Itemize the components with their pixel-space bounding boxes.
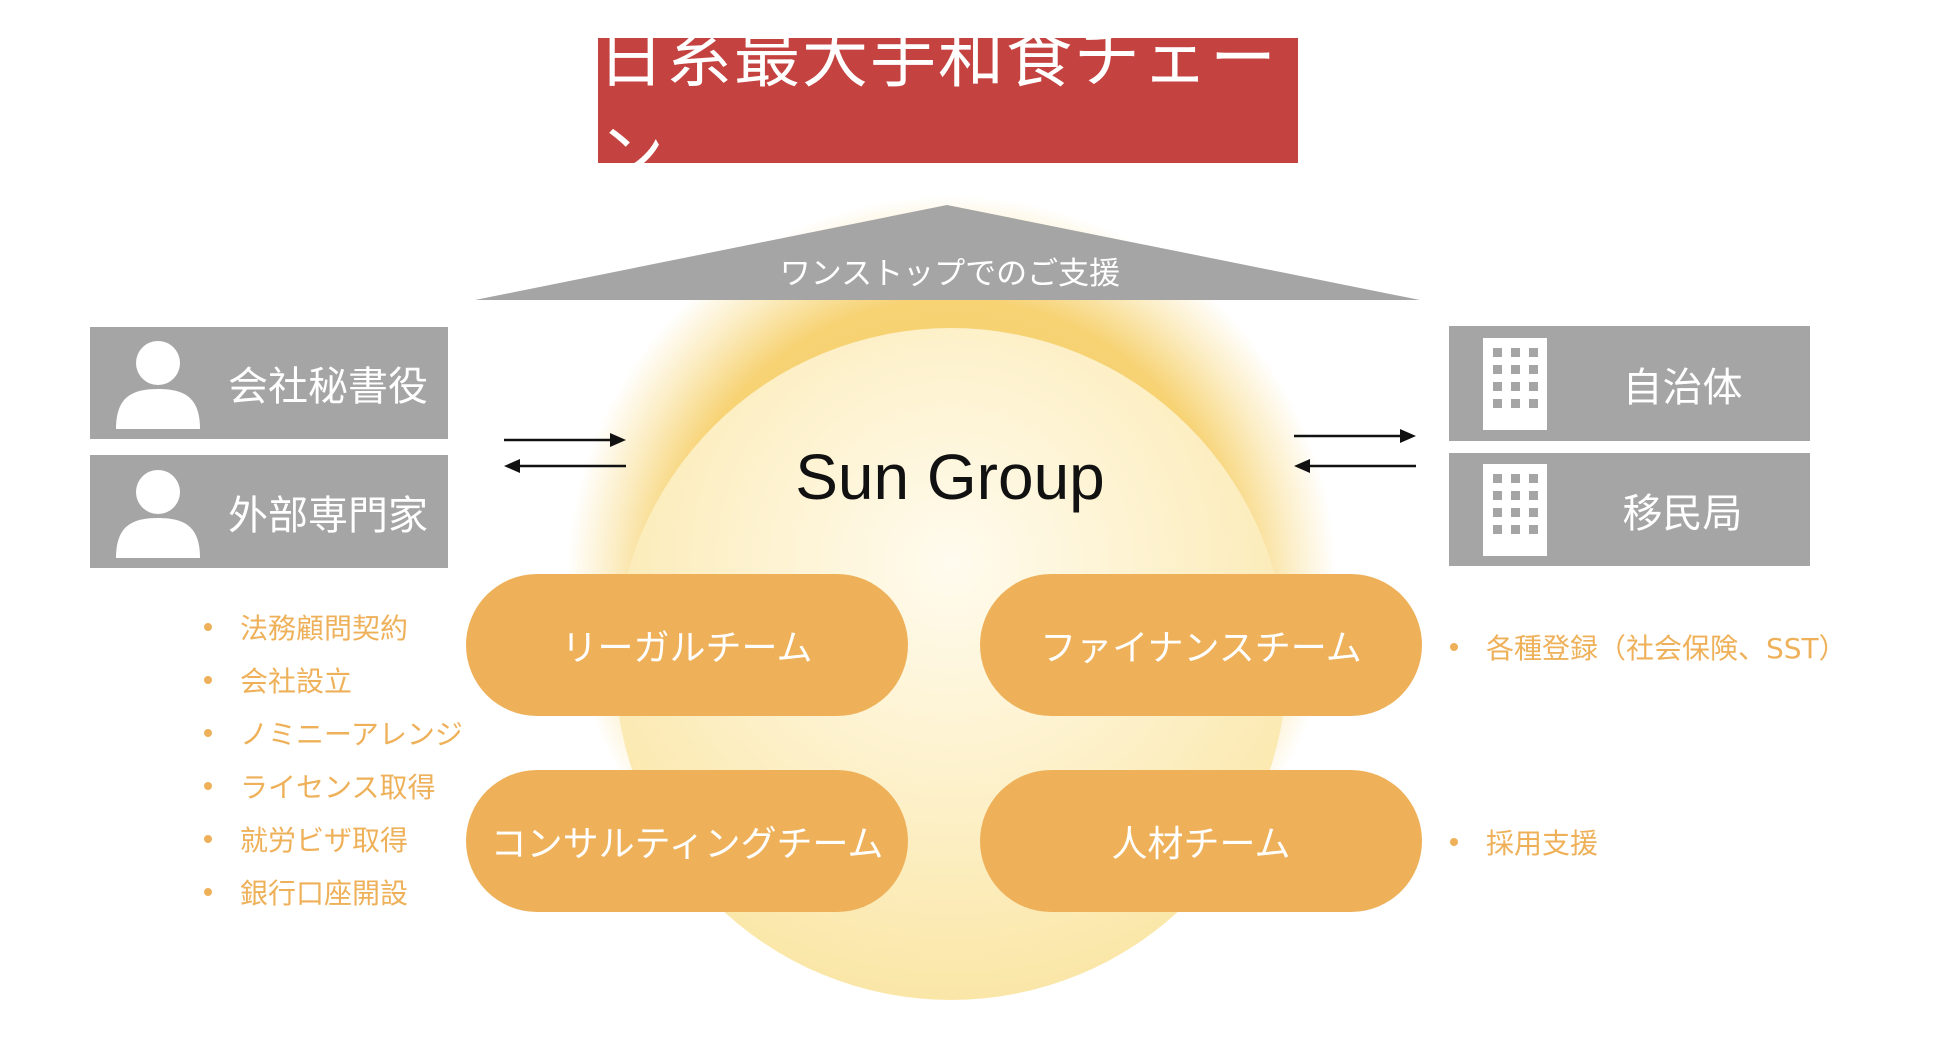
building-icon [1483,337,1547,430]
roof-label: ワンストップでのご支援 [779,256,1121,292]
list-item: ノミニーアレンジ [204,706,463,759]
legal-services-list: 法務顧問契約 会社設立 ノミニーアレンジ ライセンス取得 就労ビザ取得 銀行口座… [204,600,463,918]
hr-services-list: 採用支援 [1450,815,1598,868]
right-box-immigration: 移民局 [1449,453,1810,566]
list-item: 銀行口座開設 [204,865,463,918]
left-exchange-arrows [500,428,630,478]
left-box-label: 会社秘書役 [228,364,428,410]
right-box-label: 自治体 [1622,364,1743,411]
list-item: 会社設立 [204,653,463,706]
person-icon [116,469,200,558]
left-box-external-experts: 外部専門家 [90,455,448,568]
left-box-label: 外部専門家 [228,492,428,539]
list-item: 採用支援 [1450,815,1598,868]
list-item: 法務顧問契約 [204,600,463,653]
list-item: 各種登録（社会保険、SST） [1450,620,1847,673]
person-icon [116,341,200,429]
team-hr: 人材チーム [980,770,1422,912]
team-finance: ファイナンスチーム [980,574,1422,716]
finance-services-list: 各種登録（社会保険、SST） [1450,620,1847,673]
sun-group-label: Sun Group [795,441,1105,513]
roof-triangle [475,205,1420,300]
left-box-company-secretary: 会社秘書役 [90,327,448,439]
exchange-arrows-icon [504,433,626,473]
right-box-municipality: 自治体 [1449,326,1810,441]
exchange-arrows-icon [1294,429,1416,473]
list-item: 就労ビザ取得 [204,812,463,865]
right-exchange-arrows [1290,424,1420,474]
team-legal: リーガルチーム [466,574,908,716]
right-box-label: 移民局 [1622,490,1743,537]
team-consulting: コンサルティングチーム [466,770,908,912]
page-title: 日系最大手和食チェーン [598,20,1298,193]
building-icon [1483,463,1547,556]
list-item: ライセンス取得 [204,759,463,812]
